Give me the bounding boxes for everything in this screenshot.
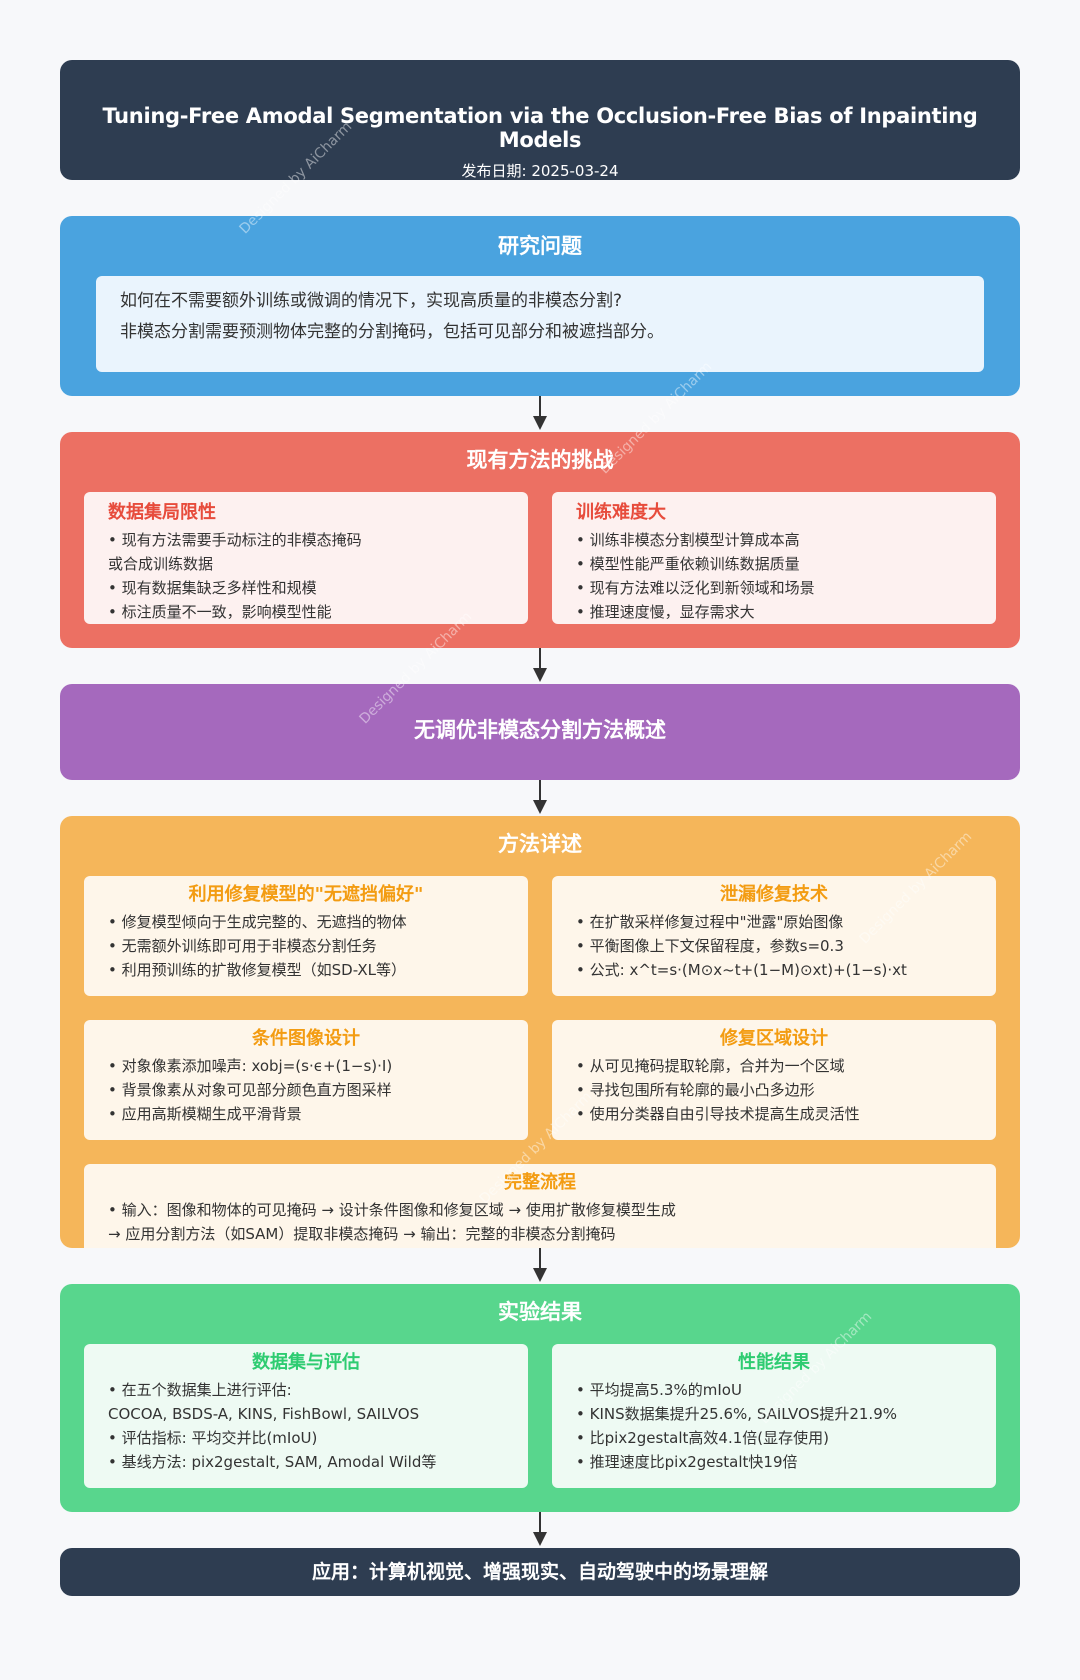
publish-date: 发布日期: 2025-03-24 xyxy=(461,162,619,180)
challenge-card-training: 训练难度大 训练非模态分割模型计算成本高 模型性能严重依赖训练数据质量 现有方法… xyxy=(552,492,996,624)
section-title: 实验结果 xyxy=(498,1300,582,1324)
card-title: 泄漏修复技术 xyxy=(720,884,828,905)
card-title: 数据集局限性 xyxy=(108,502,216,523)
overview-section: 无调优非模态分割方法概述 xyxy=(60,684,1020,780)
list-item: 推理速度比pix2gestalt快19倍 xyxy=(576,1450,972,1474)
list-item: 推理速度慢，显存需求大 xyxy=(576,600,972,624)
flow-arrow-icon xyxy=(533,1248,547,1284)
card-title: 利用修复模型的"无遮挡偏好" xyxy=(188,884,424,905)
list-item: 基线方法: pix2gestalt, SAM, Amodal Wild等 xyxy=(108,1450,504,1474)
section-title: 无调优非模态分割方法概述 xyxy=(414,718,666,742)
question-line: 如何在不需要额外训练或微调的情况下，实现高质量的非模态分割? xyxy=(120,291,623,311)
pipeline-line: → 应用分割方法（如SAM）提取非模态掩码 → 输出：完整的非模态分割掩码 xyxy=(108,1225,616,1243)
card-title: 修复区域设计 xyxy=(720,1028,828,1049)
results-card-datasets: 数据集与评估 在五个数据集上进行评估: COCOA, BSDS-A, KINS,… xyxy=(84,1344,528,1488)
section-title: 研究问题 xyxy=(498,234,582,258)
list-item: 平均提高5.3%的mIoU xyxy=(576,1378,972,1402)
card-title: 训练难度大 xyxy=(576,502,666,523)
list-item: 使用分类器自由引导技术提高生成灵活性 xyxy=(576,1102,972,1126)
list-item: 利用预训练的扩散修复模型（如SD-XL等） xyxy=(108,958,504,982)
card-title: 数据集与评估 xyxy=(252,1352,360,1373)
method-card-inpaint-region: 修复区域设计 从可见掩码提取轮廓，合并为一个区域 寻找包围所有轮廓的最小凸多边形… xyxy=(552,1020,996,1140)
challenge-card-dataset: 数据集局限性 现有方法需要手动标注的非模态掩码 或合成训练数据 现有数据集缺乏多… xyxy=(84,492,528,624)
results-card-performance: 性能结果 平均提高5.3%的mIoU KINS数据集提升25.6%, SAILV… xyxy=(552,1344,996,1488)
list-item: 背景像素从对象可见部分颜色直方图采样 xyxy=(108,1078,504,1102)
method-card-full-pipeline: 完整流程 • 输入：图像和物体的可见掩码 → 设计条件图像和修复区域 → 使用扩… xyxy=(84,1164,996,1248)
card-title: 条件图像设计 xyxy=(252,1028,360,1049)
list-item: 应用高斯模糊生成平滑背景 xyxy=(108,1102,504,1126)
application-banner: 应用：计算机视觉、增强现实、自动驾驶中的场景理解 xyxy=(60,1548,1020,1596)
list-item: 在五个数据集上进行评估: xyxy=(108,1378,504,1402)
challenges-section: 现有方法的挑战 数据集局限性 现有方法需要手动标注的非模态掩码 或合成训练数据 … xyxy=(60,432,1020,648)
card-title: 完整流程 xyxy=(504,1172,576,1193)
question-panel: 如何在不需要额外训练或微调的情况下，实现高质量的非模态分割? 非模态分割需要预测… xyxy=(96,276,984,372)
list-item: 对象像素添加噪声: xobj=(s·ϵ+(1−s)·I) xyxy=(108,1054,504,1078)
list-item: 现有方法难以泛化到新领域和场景 xyxy=(576,576,972,600)
list-item: 比pix2gestalt高效4.1倍(显存使用) xyxy=(576,1426,972,1450)
question-line: 非模态分割需要预测物体完整的分割掩码，包括可见部分和被遮挡部分。 xyxy=(120,322,664,342)
card-title: 性能结果 xyxy=(738,1352,810,1373)
method-section: 方法详述 利用修复模型的"无遮挡偏好" 修复模型倾向于生成完整的、无遮挡的物体 … xyxy=(60,816,1020,1248)
list-item: 公式: x^t=s·(M⊙x~t+(1−M)⊙xt)+(1−s)·xt xyxy=(576,958,972,982)
list-item: 无需额外训练即可用于非模态分割任务 xyxy=(108,934,504,958)
list-item: 现有方法需要手动标注的非模态掩码 xyxy=(108,528,504,552)
list-item: 或合成训练数据 xyxy=(108,555,214,573)
list-item: 现有数据集缺乏多样性和规模 xyxy=(108,576,504,600)
list-item: 平衡图像上下文保留程度，参数s=0.3 xyxy=(576,934,972,958)
list-item: 模型性能严重依赖训练数据质量 xyxy=(576,552,972,576)
list-item: COCOA, BSDS-A, KINS, FishBowl, SAILVOS xyxy=(108,1405,420,1423)
list-item: 在扩散采样修复过程中"泄露"原始图像 xyxy=(576,910,972,934)
method-card-condition-image: 条件图像设计 对象像素添加噪声: xobj=(s·ϵ+(1−s)·I) 背景像素… xyxy=(84,1020,528,1140)
list-item: KINS数据集提升25.6%, SAILVOS提升21.9% xyxy=(576,1402,972,1426)
flow-arrow-icon xyxy=(533,648,547,684)
section-title: 现有方法的挑战 xyxy=(466,448,614,472)
list-item: 标注质量不一致，影响模型性能 xyxy=(108,600,504,624)
section-title: 方法详述 xyxy=(498,832,582,856)
header-banner: Tuning-Free Amodal Segmentation via the … xyxy=(60,60,1020,180)
results-section: 实验结果 数据集与评估 在五个数据集上进行评估: COCOA, BSDS-A, … xyxy=(60,1284,1020,1512)
list-item: 修复模型倾向于生成完整的、无遮挡的物体 xyxy=(108,910,504,934)
list-item: 从可见掩码提取轮廓，合并为一个区域 xyxy=(576,1054,972,1078)
list-item: 评估指标: 平均交并比(mIoU) xyxy=(108,1426,504,1450)
list-item: 训练非模态分割模型计算成本高 xyxy=(576,528,972,552)
flow-arrow-icon xyxy=(533,1512,547,1548)
pipeline-line: • 输入：图像和物体的可见掩码 → 设计条件图像和修复区域 → 使用扩散修复模型… xyxy=(108,1201,676,1219)
method-card-occlusion-bias: 利用修复模型的"无遮挡偏好" 修复模型倾向于生成完整的、无遮挡的物体 无需额外训… xyxy=(84,876,528,996)
flow-arrow-icon xyxy=(533,780,547,816)
list-item: 寻找包围所有轮廓的最小凸多边形 xyxy=(576,1078,972,1102)
flow-arrow-icon xyxy=(533,396,547,432)
method-card-leak-inpainting: 泄漏修复技术 在扩散采样修复过程中"泄露"原始图像 平衡图像上下文保留程度，参数… xyxy=(552,876,996,996)
paper-title: Tuning-Free Amodal Segmentation via the … xyxy=(102,104,978,152)
research-question-section: 研究问题 如何在不需要额外训练或微调的情况下，实现高质量的非模态分割? 非模态分… xyxy=(60,216,1020,396)
